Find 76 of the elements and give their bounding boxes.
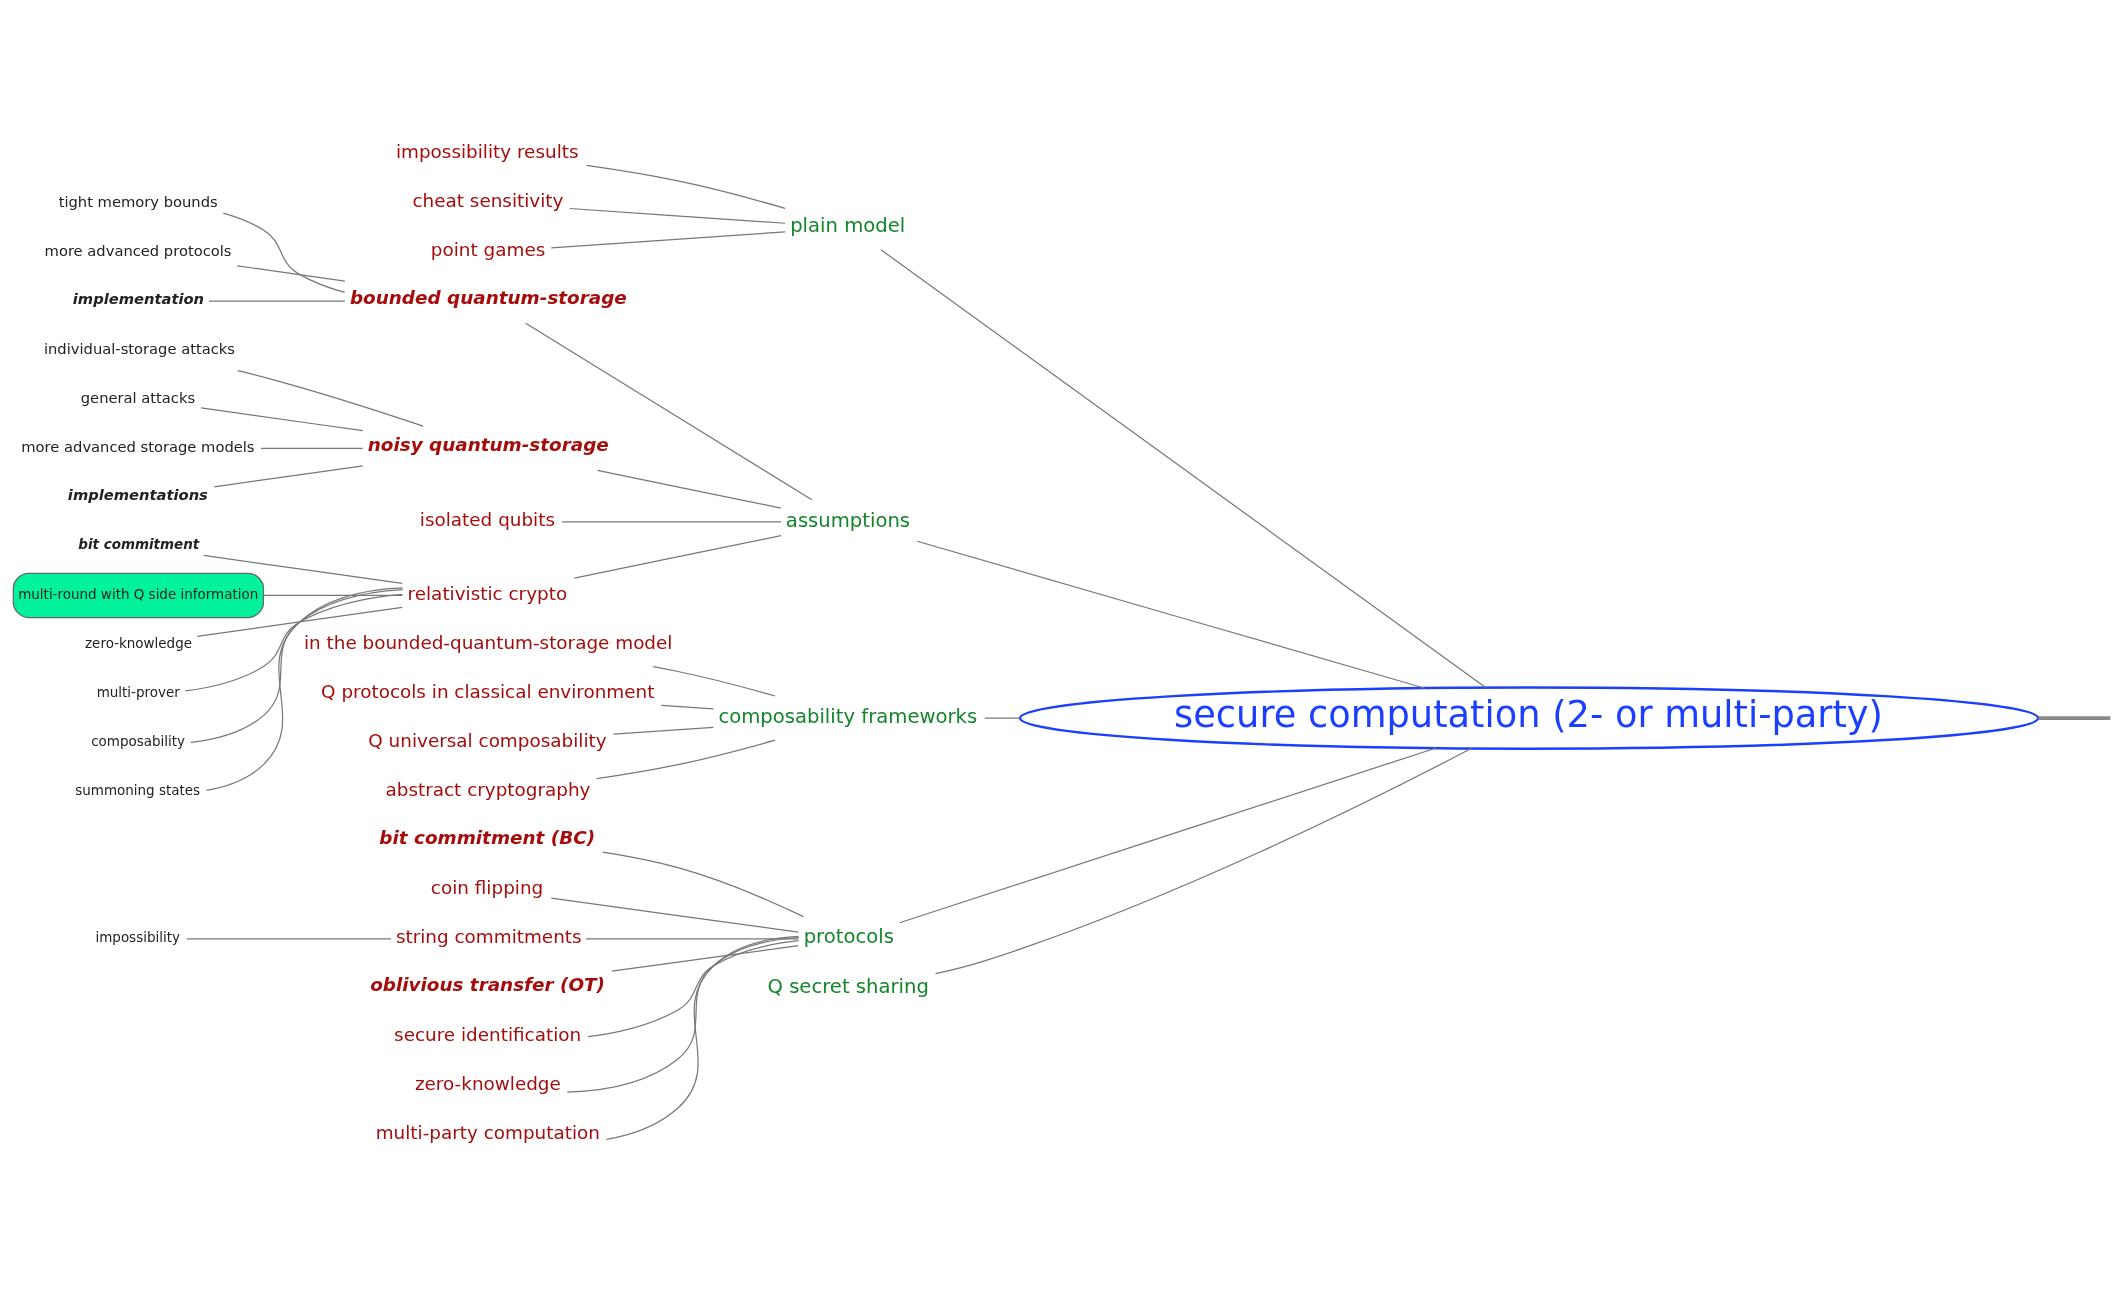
connector [561, 521, 782, 523]
node-text: composability [91, 733, 186, 750]
connector [585, 164, 786, 209]
node-text: more advanced storage models [21, 438, 255, 456]
connector [596, 469, 782, 509]
connector [205, 587, 404, 792]
node-text: bit commitment [78, 535, 200, 552]
node-text: bounded quantum-storage [349, 287, 627, 309]
connector [587, 940, 800, 1038]
connector [569, 207, 786, 224]
connector [652, 666, 776, 697]
connector [186, 938, 392, 940]
connector [613, 726, 715, 735]
connector [602, 851, 805, 918]
node-text: protocols [803, 925, 894, 949]
connector [262, 594, 403, 597]
node-text: impossibility results [395, 141, 579, 163]
node-text: secure identification [394, 1024, 582, 1046]
connector [984, 717, 1021, 719]
node-text: oblivious transfer (OT) [370, 973, 605, 995]
node-text: summoning states [75, 782, 201, 799]
connector [550, 897, 799, 933]
connector [916, 540, 1426, 689]
connector [605, 935, 800, 1140]
connector [573, 535, 782, 579]
node-text: abstract cryptography [385, 778, 591, 800]
connector [934, 747, 1473, 975]
node-text: general attacks [80, 389, 196, 407]
connector [203, 554, 403, 585]
node-text: noisy quantum-storage [367, 434, 609, 456]
node-box: multi-round with Q side information [12, 572, 265, 619]
connector [184, 593, 403, 692]
connector [525, 322, 813, 501]
node-text: individual-storage attacks [43, 339, 235, 357]
connector [660, 704, 715, 710]
node-text: string commitments [395, 926, 582, 948]
connector [237, 370, 424, 427]
node-text: multi-prover [96, 683, 180, 700]
connector [208, 300, 346, 302]
connector [566, 936, 800, 1093]
connector [190, 588, 404, 743]
connector [880, 249, 1487, 689]
connector [222, 212, 346, 294]
node-text: isolated qubits [419, 509, 555, 531]
connector [236, 265, 346, 282]
connector [899, 747, 1437, 924]
node-text: plain model [790, 214, 906, 238]
node-text: implementations [67, 485, 208, 503]
node-text: in the bounded-quantum-storage model [303, 631, 673, 653]
node-text: multi-party computation [375, 1122, 600, 1144]
connector [550, 231, 786, 249]
node-text: coin flipping [430, 877, 544, 899]
node-text: composability frameworks [718, 704, 978, 728]
node-text: Q universal composability [368, 729, 607, 751]
node-text: more advanced protocols [44, 241, 232, 259]
node-text: Q protocols in classical environment [321, 680, 655, 702]
node-text: zero-knowledge [414, 1073, 561, 1095]
node-text: zero-knowledge [85, 634, 193, 651]
node-text: relativistic crypto [407, 582, 568, 604]
connector [213, 465, 364, 488]
connector [611, 944, 799, 972]
connector [585, 938, 799, 940]
node-text: Q secret sharing [767, 974, 929, 998]
node-ellipse: secure computation (2- or multi-party) [1018, 686, 2040, 750]
connector [200, 407, 364, 432]
connector [2038, 716, 2111, 720]
node-text: cheat sensitivity [412, 190, 564, 212]
node-text: tight memory bounds [58, 192, 218, 210]
node-text: bit commitment (BC) [379, 826, 596, 848]
connector [596, 739, 776, 780]
node-text: point games [430, 239, 546, 261]
connector [260, 447, 364, 449]
node-text: implementation [72, 289, 205, 307]
node-text: impossibility [95, 929, 180, 946]
node-text: assumptions [785, 508, 911, 532]
connector [196, 606, 403, 637]
